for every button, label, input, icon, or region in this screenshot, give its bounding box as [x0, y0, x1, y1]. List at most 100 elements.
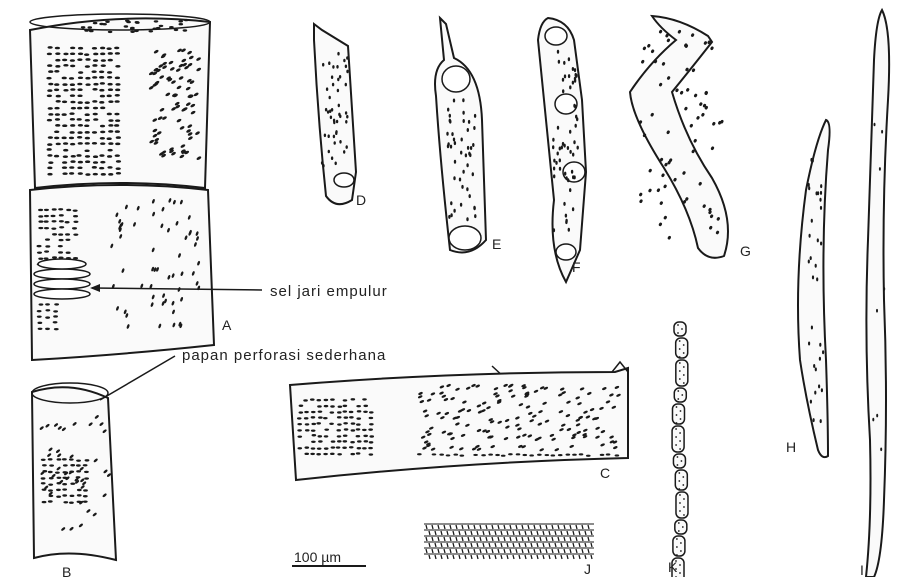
pit-mark: [179, 23, 184, 25]
pit-mark: [38, 227, 43, 229]
strand-cell: [672, 426, 684, 452]
pit-mark: [55, 59, 60, 62]
pit-mark: [107, 95, 112, 98]
pit-mark: [54, 303, 59, 305]
pit-mark: [345, 83, 347, 87]
pit-mark: [115, 154, 120, 157]
pit-mark: [677, 464, 679, 466]
pit-mark: [53, 321, 58, 323]
pit-mark: [134, 30, 139, 32]
pit-mark: [337, 411, 342, 413]
pit-mark: [331, 75, 333, 79]
pit-mark: [683, 498, 685, 500]
pit-mark: [345, 120, 347, 124]
pit-mark: [92, 100, 97, 103]
pit-mark: [70, 118, 75, 121]
pit-mark: [344, 428, 349, 430]
pit-mark: [57, 458, 62, 460]
pit-mark: [66, 209, 71, 211]
strand-cell: [676, 360, 688, 386]
pit-mark: [93, 59, 98, 62]
pit-mark: [45, 303, 50, 305]
pit-mark: [77, 107, 82, 110]
pit-mark: [312, 434, 317, 436]
pit-mark: [56, 100, 61, 103]
pit-mark: [460, 203, 462, 207]
pit-mark: [305, 429, 310, 431]
pit-mark: [467, 146, 469, 150]
pit-mark: [474, 214, 476, 218]
pit-mark: [44, 209, 49, 211]
pit-mark: [77, 494, 82, 496]
pit-mark: [101, 173, 106, 176]
pit-mark: [93, 155, 98, 158]
pit-mark: [681, 460, 683, 462]
pit-mark: [576, 117, 578, 121]
pit-mark: [813, 418, 815, 422]
pit-mark: [299, 405, 304, 407]
pit-mark: [58, 233, 63, 235]
pit-mark: [453, 176, 455, 180]
pit-mark: [680, 550, 682, 552]
pit-mark: [92, 64, 97, 67]
pit-mark: [89, 30, 94, 32]
pit-mark: [73, 209, 78, 211]
pit-mark: [85, 77, 90, 80]
pit-mark: [125, 20, 130, 22]
pit-mark: [78, 124, 83, 127]
pit-mark: [100, 125, 105, 128]
pit-mark: [99, 101, 104, 104]
pit-mark: [685, 88, 689, 93]
strand-cell: [674, 388, 686, 402]
pit-mark: [85, 58, 90, 61]
pit-mark: [363, 435, 368, 437]
pit-mark: [357, 440, 362, 442]
pit-mark: [571, 170, 573, 174]
pit-mark: [316, 453, 321, 455]
pit-mark: [77, 131, 82, 134]
pit-mark: [38, 328, 43, 330]
vessel-element-e: [435, 18, 486, 252]
pit-mark: [642, 46, 646, 51]
pit-mark: [108, 130, 113, 133]
pit-mark: [100, 53, 105, 56]
pit-mark: [69, 137, 74, 140]
pit-mark: [432, 453, 437, 455]
pit-mark: [349, 446, 354, 448]
pit-mark: [37, 251, 42, 253]
pit-mark: [811, 219, 813, 223]
pit-mark: [69, 166, 74, 169]
pit-mark: [331, 440, 336, 442]
pit-mark: [47, 94, 52, 97]
pit-mark: [58, 208, 63, 210]
pit-mark: [55, 47, 60, 50]
pit-mark: [57, 477, 62, 479]
pit-mark: [557, 152, 559, 156]
pit-mark: [108, 119, 113, 122]
pit-mark: [47, 148, 52, 151]
pit-mark: [37, 245, 42, 247]
pit-mark: [299, 411, 304, 413]
pit-mark: [342, 410, 347, 412]
pit-mark: [116, 136, 121, 139]
pit-mark: [369, 417, 374, 419]
pit-mark: [564, 74, 566, 78]
pit-mark: [676, 422, 678, 424]
pit-mark: [38, 209, 43, 211]
pit-mark: [55, 124, 60, 127]
pit-mark: [328, 134, 330, 138]
pit-mark: [658, 222, 662, 227]
pit-mark: [559, 167, 561, 171]
pit-mark: [108, 88, 113, 91]
pit-mark: [679, 356, 681, 358]
pit-mark: [100, 131, 105, 134]
pit-mark: [682, 526, 684, 528]
pit-mark: [88, 26, 93, 28]
pit-mark: [326, 87, 328, 91]
pit-mark: [677, 398, 679, 400]
pit-mark: [85, 101, 90, 104]
pit-mark: [461, 185, 463, 189]
pit-mark: [93, 113, 98, 116]
pit-mark: [77, 58, 82, 61]
pit-mark: [343, 435, 348, 437]
